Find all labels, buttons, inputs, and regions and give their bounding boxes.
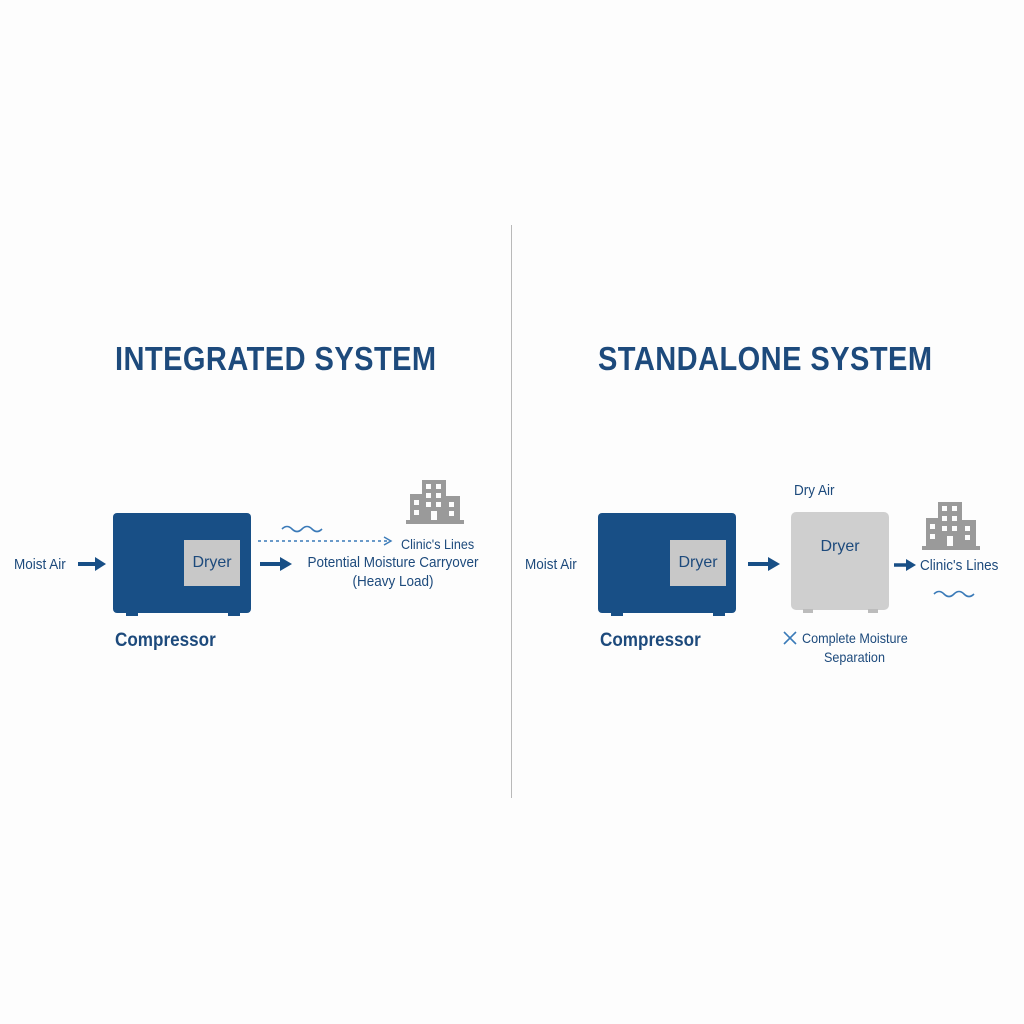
standalone-dryer-foot-left (803, 609, 813, 613)
standalone-input-label: Moist Air (525, 556, 577, 573)
standalone-x-mark-icon (783, 631, 797, 645)
standalone-note-line2: Separation (824, 649, 885, 665)
standalone-dry-air-label: Dry Air (794, 482, 835, 499)
integrated-dryer: Dryer (184, 540, 240, 586)
standalone-compressor-label: Compressor (600, 630, 701, 651)
integrated-note-line1: Potential Moisture Carryover (307, 554, 479, 571)
integrated-compressor-label: Compressor (115, 630, 216, 651)
standalone-separate-dryer: Dryer (791, 512, 889, 610)
standalone-separate-dryer-label: Dryer (820, 538, 860, 555)
integrated-compressor-foot-right (228, 611, 240, 616)
center-divider (511, 225, 512, 798)
integrated-note-line2: (Heavy Load) (352, 573, 434, 590)
integrated-title: INTEGRATED SYSTEM (115, 340, 437, 377)
standalone-output-arrow (894, 559, 916, 571)
integrated-input-label: Moist Air (14, 556, 66, 573)
standalone-dryer-foot-right (868, 609, 878, 613)
integrated-output-arrow (260, 557, 292, 571)
integrated-clinic-building-icon (406, 480, 464, 524)
integrated-output-label: Clinic's Lines (401, 536, 475, 552)
integrated-carryover-dashed-arrow (258, 536, 393, 546)
standalone-clinic-building-icon (922, 502, 980, 550)
integrated-moisture-wave-icon (281, 525, 323, 533)
standalone-to-dryer-arrow (748, 557, 780, 571)
standalone-title: STANDALONE SYSTEM (598, 340, 933, 377)
integrated-compressor-foot-left (126, 611, 138, 616)
standalone-moisture-wave-icon (933, 590, 975, 598)
standalone-note-line1: Complete Moisture (802, 630, 908, 646)
standalone-integrated-dryer: Dryer (670, 540, 726, 586)
standalone-compressor-foot-right (713, 611, 725, 616)
standalone-output-label: Clinic's Lines (920, 557, 999, 574)
standalone-compressor-foot-left (611, 611, 623, 616)
integrated-input-arrow (78, 557, 106, 571)
